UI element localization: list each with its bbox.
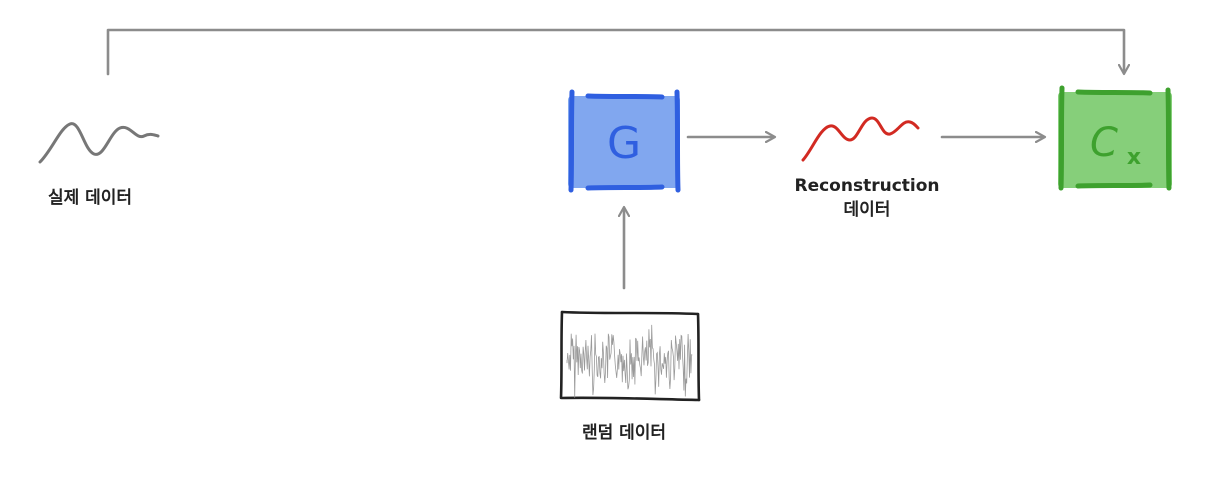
random-data-box — [559, 310, 701, 402]
critic-subscript: x — [1127, 145, 1141, 170]
critic-node: C x — [1058, 85, 1172, 191]
recon-data-wave — [801, 116, 920, 162]
recon-label-line2: 데이터 — [844, 200, 891, 220]
critic-symbol: C — [1090, 120, 1118, 166]
random-noise-signal — [566, 324, 693, 398]
generator-symbol: G — [607, 118, 641, 169]
random-data-label: 랜덤 데이터 — [582, 423, 666, 443]
real-data-label: 실제 데이터 — [48, 188, 132, 208]
real-to-critic-connector — [106, 28, 1124, 76]
real-data-wave — [38, 122, 160, 164]
recon-label-line1: Reconstruction — [794, 176, 939, 196]
generator-node: G — [568, 89, 681, 193]
